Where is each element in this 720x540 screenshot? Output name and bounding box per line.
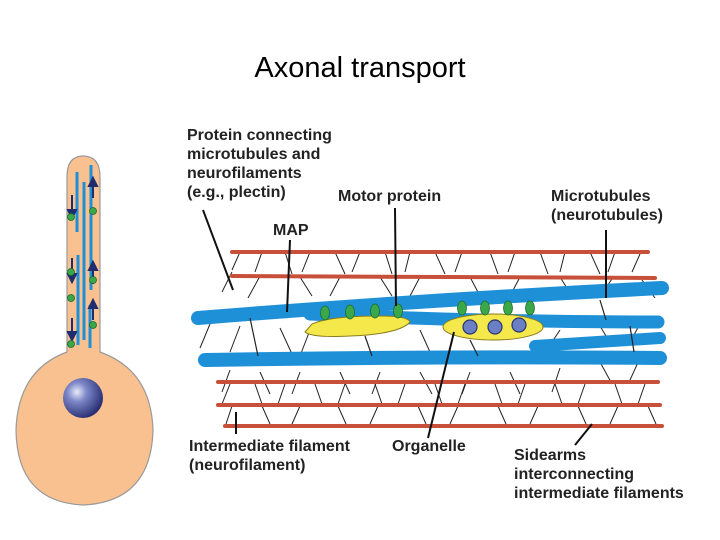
leader-lines: [202, 207, 607, 446]
motor-protein: [525, 300, 535, 316]
motor-protein: [457, 300, 467, 316]
motor-protein: [480, 300, 490, 316]
microtubule: [191, 281, 669, 325]
label-intermediate-filament: Intermediate filament (neurofilament): [189, 438, 350, 474]
slide-title: Axonal transport: [254, 52, 466, 84]
label-sidearms: Sidearms interconnecting intermediate fi…: [514, 447, 684, 502]
neuron-schematic: [15, 155, 154, 506]
label-organelle: Organelle: [392, 438, 466, 455]
label-map: MAP: [273, 222, 309, 239]
nucleus: [63, 378, 103, 418]
neurofilament: [230, 274, 657, 280]
motor-protein: [370, 303, 380, 319]
motor-protein: [320, 305, 330, 321]
microtubule: [529, 332, 666, 352]
label-microtubules: Microtubules (neurotubules): [551, 188, 663, 224]
filament-assembly: [191, 250, 669, 428]
motor-protein: [393, 303, 403, 319]
motor-protein: [345, 304, 355, 320]
label-protein-connecting: Protein connecting microtubules and neur…: [187, 127, 332, 201]
microtubule: [198, 350, 667, 367]
label-motor-protein: Motor protein: [338, 188, 442, 205]
motor-protein: [503, 300, 513, 316]
